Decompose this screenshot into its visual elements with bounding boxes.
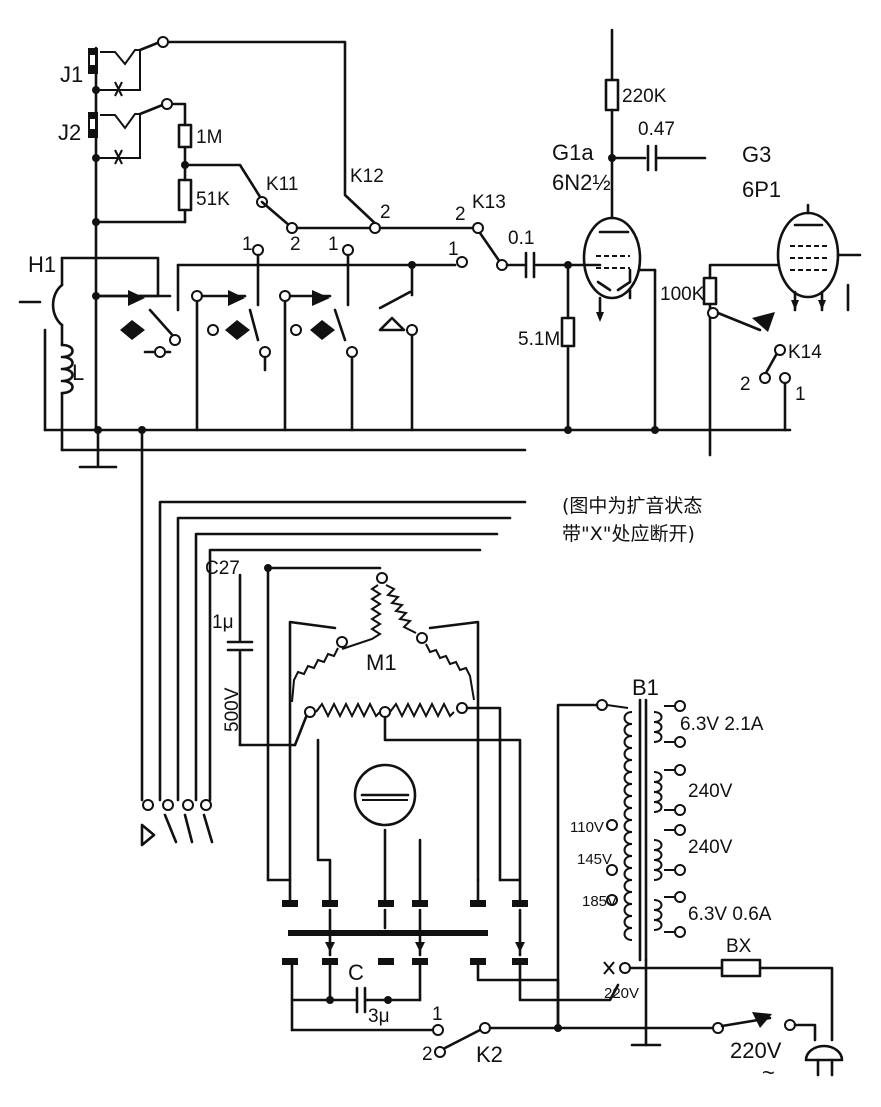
label-145v: 145V (577, 851, 612, 868)
label-mains-220v: 220V (730, 1038, 782, 1063)
label-c: C (348, 960, 364, 985)
label-6-3v-2-1a: 6.3V 2.1A (680, 714, 764, 735)
motor-m1 (288, 572, 522, 882)
label-k14-pos2: 2 (740, 374, 751, 395)
mains-switch (712, 1012, 796, 1034)
label-mains-ac: ~ (762, 1060, 775, 1085)
bottom-switches (140, 799, 214, 847)
inductor-l (60, 343, 74, 395)
label-k2-pos1: 1 (432, 1004, 443, 1025)
label-k14: K14 (788, 342, 822, 363)
resistor-100k (702, 276, 718, 306)
tube-g3 (776, 211, 840, 299)
jack-j1 (88, 48, 141, 97)
label-k11-pos2: 2 (290, 234, 301, 255)
label-c047: 0.47 (638, 119, 675, 140)
label-220v-tap: 220V (604, 985, 639, 1002)
label-g1a: G1a (552, 140, 594, 165)
label-b1: B1 (632, 675, 659, 700)
label-h1: H1 (28, 252, 56, 277)
label-j1: J1 (60, 62, 83, 87)
label-pos1b: 1 (328, 234, 339, 255)
label-l: L (72, 360, 84, 385)
note-line1: (图中为扩音状态 (562, 495, 702, 517)
label-k11: K11 (266, 174, 298, 195)
resistor-51k (177, 178, 193, 212)
resistor-5-1m (560, 316, 576, 348)
label-bx: BX (726, 936, 752, 957)
label-pos1a: 1 (242, 234, 253, 255)
label-g1a-type: 6N2½ (552, 170, 611, 195)
fuse-bx (720, 958, 762, 978)
label-100k: 100K (660, 284, 705, 305)
label-c27-voltage: 500V (222, 687, 243, 732)
label-k13-pos2: 2 (455, 204, 466, 225)
label-5-1m: 5.1M (518, 329, 560, 350)
label-51k: 51K (196, 189, 230, 210)
switch-contacts (94, 290, 418, 432)
label-c-value: 3μ (368, 1006, 390, 1027)
transformer-b1 (596, 698, 686, 1047)
label-k2: K2 (476, 1042, 503, 1067)
label-k13-pos1: 1 (448, 239, 459, 260)
label-k12-pos2: 2 (380, 202, 391, 223)
tube-g1a (582, 216, 642, 300)
label-c01: 0.1 (508, 228, 534, 249)
label-6-3v-0-6a: 6.3V 0.6A (688, 904, 772, 925)
note-line2: 带"X"处应断开) (562, 523, 695, 545)
label-g3-type: 6P1 (742, 177, 781, 202)
label-1m: 1M (196, 127, 222, 148)
label-g3: G3 (742, 142, 771, 167)
label-c27: C27 (205, 558, 240, 579)
label-240v-b: 240V (688, 837, 733, 858)
label-k2-pos2: 2 (422, 1044, 433, 1065)
label-c27-value: 1μ (212, 612, 234, 633)
label-k14-pos1: 1 (795, 384, 806, 405)
label-240v-a: 240V (688, 781, 733, 802)
label-k12: K12 (350, 166, 384, 187)
headphone-h1 (18, 256, 64, 347)
label-220k: 220K (622, 86, 667, 107)
mains-plug (804, 1044, 844, 1062)
resistor-220k (604, 78, 620, 112)
resistor-1m (177, 123, 193, 149)
label-110v: 110V (570, 819, 604, 836)
label-k13: K13 (472, 192, 506, 213)
label-185v: 185V (582, 893, 617, 910)
label-m1: M1 (366, 650, 397, 675)
label-j2: J2 (58, 120, 81, 145)
selector-switch-bank (282, 900, 528, 965)
jack-j2 (88, 112, 141, 165)
